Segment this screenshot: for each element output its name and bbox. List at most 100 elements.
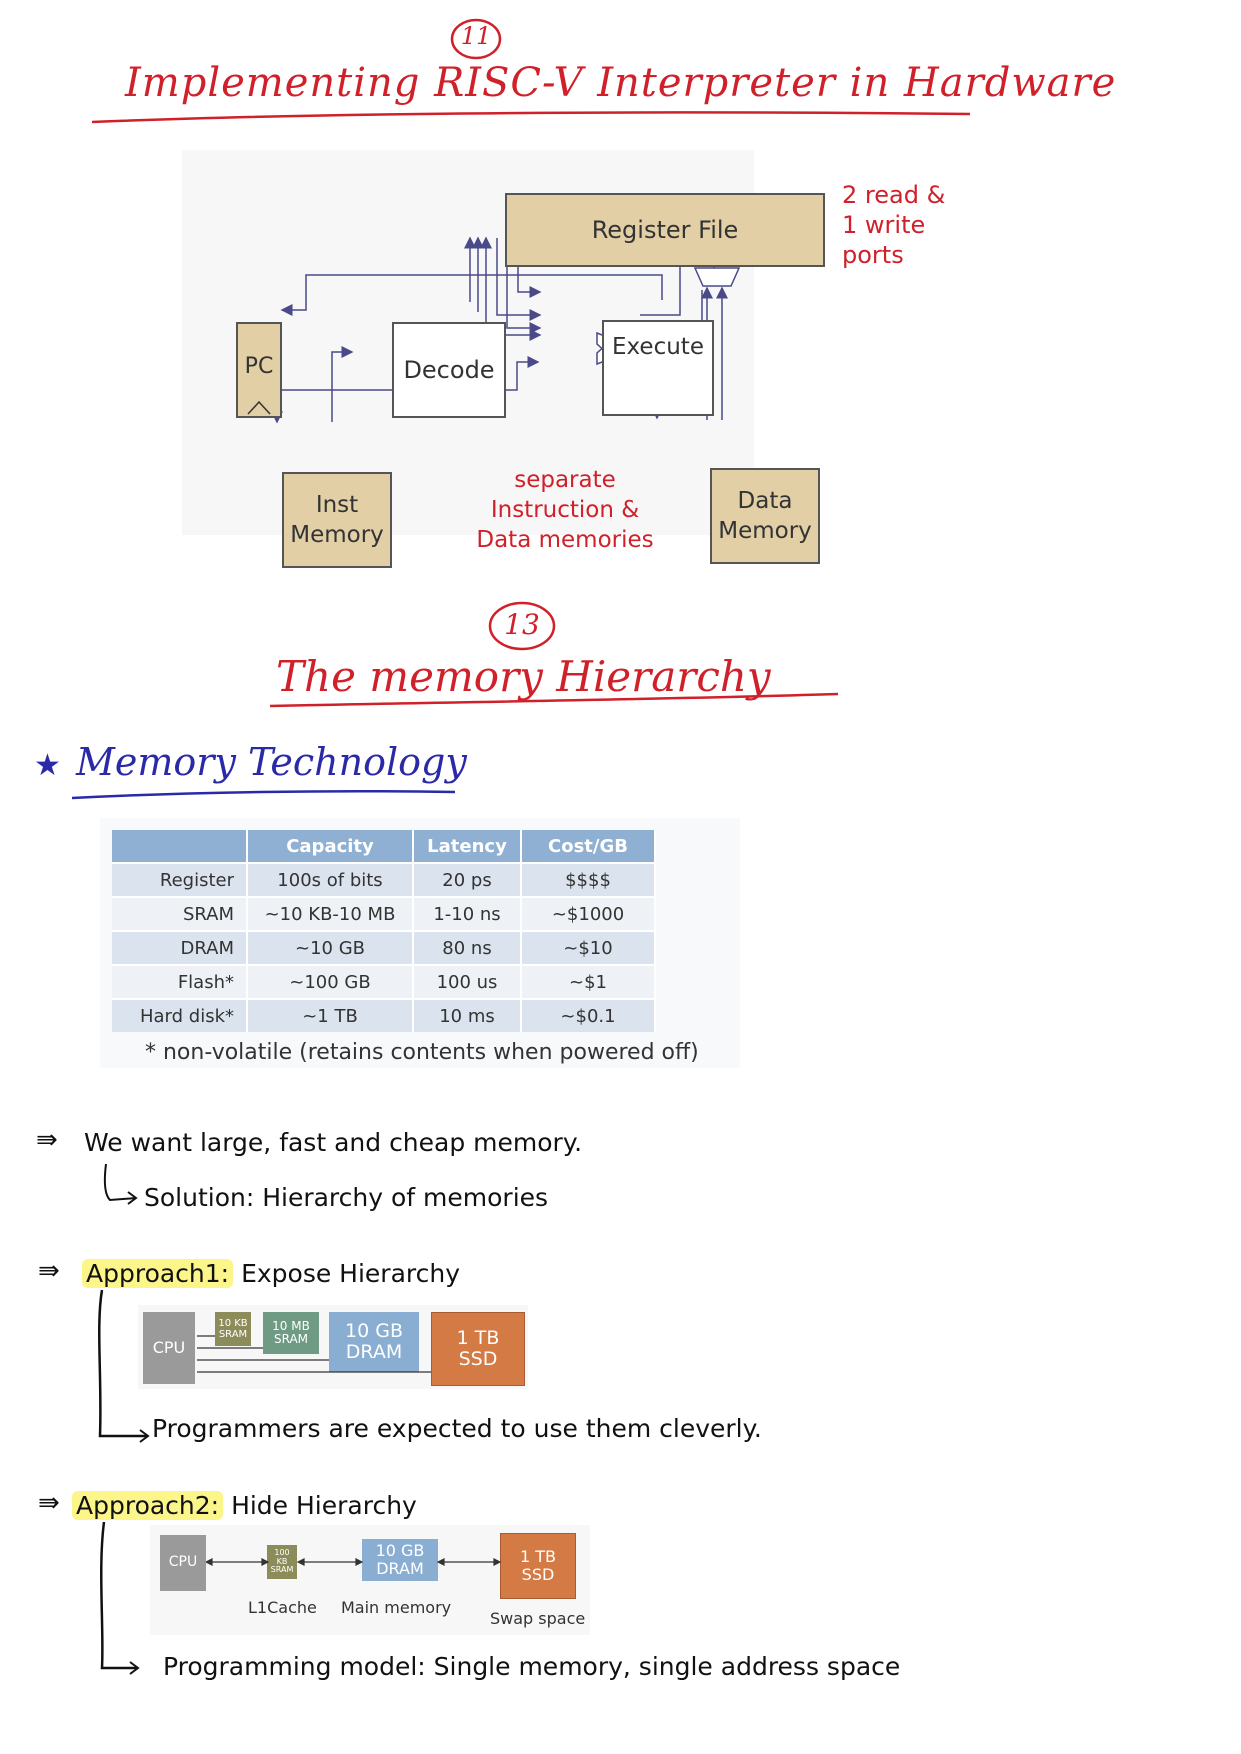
- table-cell: 80 ns: [413, 930, 522, 965]
- approach1-cpu: CPU: [143, 1312, 195, 1384]
- approach2-dram-line-2: DRAM: [376, 1559, 424, 1578]
- implies-arrow-icon: ⇛: [38, 1256, 60, 1286]
- decode-label: Decode: [403, 356, 495, 384]
- table-cell: 10 ms: [413, 998, 522, 1032]
- approach2-links: [206, 1558, 502, 1566]
- execute-label: Execute: [612, 334, 704, 360]
- approach2-dram: 10 GB DRAM: [362, 1539, 438, 1581]
- approach2-bracket: [100, 1521, 140, 1675]
- approach1-sram-large-line-2: SRAM: [273, 1332, 309, 1346]
- section-13-title: The memory Hierarchy: [276, 652, 771, 701]
- table-row: Hard disk* ~1 TB 10 ms ~$0.1: [112, 998, 656, 1032]
- memory-technology-table: Capacity Latency Cost/GB Register 100s o…: [112, 830, 656, 1032]
- table-row: Register 100s of bits 20 ps $$$$: [112, 862, 656, 897]
- approach2-sram: 100 KB SRAM: [267, 1545, 297, 1579]
- table-cell: ~$1: [521, 964, 656, 999]
- table-header-cell: Cost/GB: [521, 830, 656, 863]
- separate-note: separate Instruction & Data memories: [455, 465, 675, 555]
- port-note-line-2: 1 write: [842, 211, 926, 239]
- table-row: Flash* ~100 GB 100 us ~$1: [112, 964, 656, 999]
- approach2-sram-line-2: KB: [276, 1556, 288, 1566]
- approach2-cpu-label: CPU: [168, 1554, 198, 1571]
- table-cell: ~100 GB: [247, 964, 414, 999]
- approach2-note: Programming model: Single memory, single…: [163, 1652, 901, 1681]
- table-cell: ~$10: [521, 930, 656, 965]
- approach1-ssd-line-2: SSD: [458, 1348, 498, 1370]
- table-cell: ~$1000: [521, 896, 656, 931]
- approach1-sram-small-line-2: SRAM: [218, 1329, 248, 1340]
- pc-block: PC: [236, 322, 282, 418]
- port-note: 2 read & 1 write ports: [842, 180, 945, 270]
- approach1-line: Approach1: Expose Hierarchy: [82, 1259, 460, 1288]
- separate-note-line-3: Data memories: [476, 527, 654, 553]
- table-cell: ~1 TB: [247, 998, 414, 1032]
- approach1-bracket: [98, 1289, 150, 1443]
- register-file-block: Register File: [505, 193, 825, 267]
- approach2-sram-line-1: 100: [274, 1547, 290, 1557]
- port-note-line-1: 2 read &: [842, 181, 946, 209]
- table-cell: Flash*: [112, 964, 248, 999]
- l1-cache-label: L1Cache: [248, 1598, 317, 1617]
- table-cell: Hard disk*: [112, 998, 248, 1032]
- data-memory-line-2: Memory: [718, 518, 812, 544]
- approach1-sram-large-line-1: 10 MB: [272, 1318, 310, 1333]
- table-header-row: Capacity Latency Cost/GB: [112, 830, 656, 863]
- table-cell: ~10 KB-10 MB: [247, 896, 414, 931]
- inst-memory-line-1: Inst: [315, 492, 359, 518]
- table-row: DRAM ~10 GB 80 ns ~$10: [112, 930, 656, 965]
- table-cell: Register: [112, 862, 248, 897]
- approach1-ssd-line-1: 1 TB: [456, 1327, 500, 1350]
- inst-memory-block: Inst Memory: [282, 472, 392, 568]
- pc-label: PC: [244, 354, 274, 379]
- separate-note-line-1: separate: [514, 467, 616, 493]
- table-cell: 20 ps: [413, 862, 522, 897]
- port-note-line-3: ports: [842, 241, 904, 269]
- table-row: SRAM ~10 KB-10 MB 1-10 ns ~$1000: [112, 896, 656, 931]
- table-footnote: * non-volatile (retains contents when po…: [145, 1040, 699, 1065]
- clock-triangle-icon: [247, 400, 271, 415]
- table-header-cell: [112, 830, 248, 863]
- approach1-text: Expose Hierarchy: [241, 1259, 461, 1288]
- inst-memory-line-2: Memory: [290, 522, 384, 548]
- table-cell: ~10 GB: [247, 930, 414, 965]
- approach1-note: Programmers are expected to use them cle…: [152, 1414, 762, 1443]
- section-13-circle: [488, 601, 556, 651]
- memory-technology-underline: [71, 790, 456, 800]
- section-11-underline: [91, 111, 971, 124]
- approach1-sram-large: 10 MB SRAM: [263, 1312, 319, 1354]
- table-cell: DRAM: [112, 930, 248, 965]
- implies-arrow-icon: ⇛: [36, 1125, 58, 1155]
- approach1-dram-line-2: DRAM: [345, 1341, 403, 1363]
- main-memory-label: Main memory: [341, 1598, 452, 1617]
- approach1-dram-line-1: 10 GB: [345, 1320, 403, 1343]
- section-11-title: Implementing RISC-V Interpreter in Hardw…: [125, 60, 1117, 106]
- table-cell: 100s of bits: [247, 862, 414, 897]
- decode-block: Decode: [392, 322, 506, 418]
- approach2-ssd-line-1: 1 TB: [519, 1547, 556, 1567]
- separate-note-line-2: Instruction &: [490, 497, 640, 523]
- approach1-dram: 10 GB DRAM: [329, 1312, 419, 1372]
- register-file-label: Register File: [591, 216, 739, 244]
- section-13-number: 13: [504, 608, 540, 641]
- memory-technology-heading: Memory Technology: [76, 740, 467, 784]
- data-memory-line-1: Data: [737, 488, 793, 514]
- implies-arrow-icon: ⇛: [38, 1488, 60, 1518]
- execute-block: Execute: [602, 320, 714, 416]
- approach2-ssd-line-2: SSD: [521, 1565, 555, 1584]
- table-header-cell: Latency: [413, 830, 522, 863]
- table-cell: 100 us: [413, 964, 522, 999]
- approach1-cpu-label: CPU: [152, 1338, 186, 1358]
- approach1-ssd: 1 TB SSD: [431, 1312, 525, 1386]
- approach1-sram-small-line-1: 10 KB: [218, 1318, 248, 1329]
- section-11-circle: [450, 18, 502, 60]
- hook-arrow-icon: [103, 1163, 138, 1205]
- table-cell: ~$0.1: [521, 998, 656, 1032]
- approach1-sram-small: 10 KB SRAM: [215, 1312, 251, 1346]
- approach2-ssd: 1 TB SSD: [500, 1533, 576, 1599]
- approach1-links: [197, 1335, 431, 1373]
- table-cell: 1-10 ns: [413, 896, 522, 931]
- want-note: We want large, fast and cheap memory.: [84, 1128, 583, 1157]
- section-13-underline: [269, 692, 839, 708]
- solution-note: Solution: Hierarchy of memories: [144, 1183, 549, 1212]
- approach2-sram-line-3: SRAM: [270, 1565, 294, 1575]
